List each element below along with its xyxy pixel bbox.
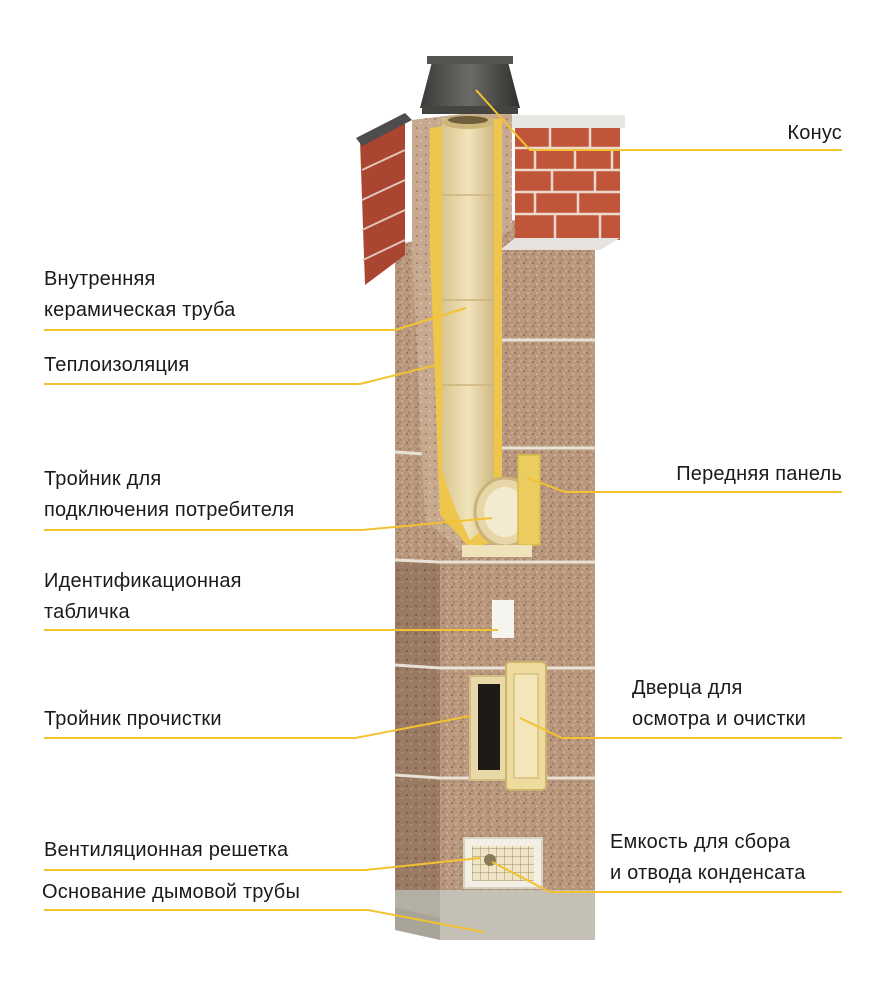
label-insulation: Теплоизоляция (44, 350, 189, 381)
label-tee-consumer: Тройник для подключения потребителя (44, 464, 294, 526)
leader-lines (44, 89, 842, 933)
label-vent-grille: Вентиляционная решетка (44, 835, 288, 866)
label-door: Дверца для осмотра и очистки (632, 673, 806, 735)
label-cone-text: Конус (787, 122, 842, 144)
label-base-text: Основание дымовой трубы (42, 881, 301, 903)
cone (420, 56, 520, 114)
label-cone: Конус (787, 118, 842, 149)
brick-roof-section (356, 113, 625, 285)
label-condensate-line2: и отвода конденсата (610, 862, 806, 884)
label-tee-consumer-line2: подключения потребителя (44, 499, 295, 521)
inspection-door (505, 661, 547, 791)
leader-condensate (491, 861, 842, 893)
label-front-panel-text: Передняя панель (676, 463, 842, 485)
label-base: Основание дымовой трубы (42, 877, 300, 908)
label-id-plate: Идентификационная табличка (44, 566, 242, 628)
label-door-line2: осмотра и очистки (632, 708, 807, 730)
leader-base (44, 909, 485, 933)
leader-inner-pipe (44, 307, 467, 331)
cutaway-section (412, 108, 541, 557)
leader-door (519, 717, 842, 739)
label-condensate-line1: Емкость для сбора (610, 831, 791, 853)
label-tee-consumer-line1: Тройник для (44, 468, 162, 490)
leader-insulation (44, 364, 437, 385)
leader-front-panel (527, 477, 842, 493)
cleaning-tee (469, 675, 507, 781)
chimney-base-block (395, 890, 595, 940)
label-tee-cleaning: Тройник прочистки (44, 704, 222, 735)
leader-tee-cleaning (44, 715, 471, 739)
label-tee-cleaning-text: Тройник прочистки (44, 708, 222, 730)
leader-cone (475, 89, 842, 151)
label-condensate: Емкость для сбора и отвода конденсата (610, 827, 806, 889)
label-inner-pipe-line2: керамическая труба (44, 299, 236, 321)
label-door-line1: Дверца для (632, 677, 743, 699)
label-id-plate-line2: табличка (44, 601, 130, 623)
leader-tee-consumer (44, 517, 493, 531)
ventilation-grille (463, 837, 543, 889)
label-id-plate-line1: Идентификационная (44, 570, 242, 592)
label-front-panel: Передняя панель (676, 459, 842, 490)
label-insulation-text: Теплоизоляция (44, 354, 190, 376)
leader-vent-grille (44, 857, 481, 871)
identification-plate (492, 600, 514, 638)
label-inner-pipe: Внутренняя керамическая труба (44, 264, 236, 326)
label-vent-grille-text: Вентиляционная решетка (44, 839, 289, 861)
label-inner-pipe-line1: Внутренняя (44, 268, 156, 290)
